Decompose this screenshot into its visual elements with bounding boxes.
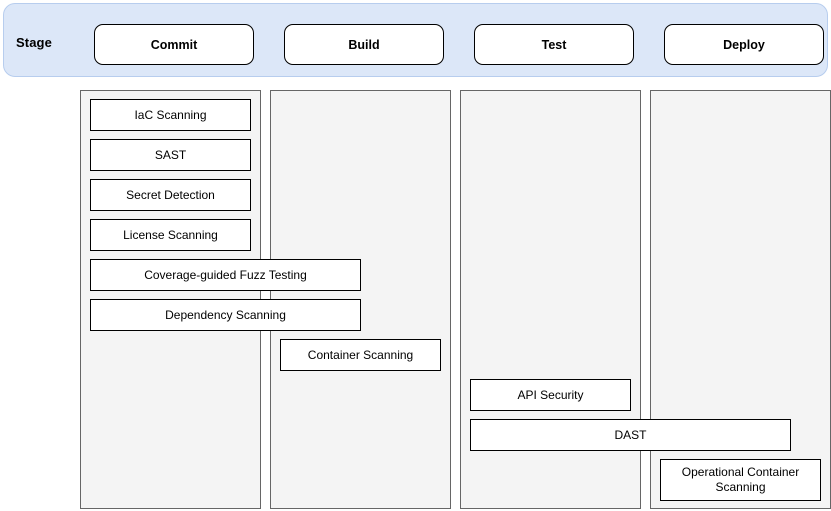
control-box[interactable]: Secret Detection [90, 179, 251, 211]
control-box[interactable]: API Security [470, 379, 631, 411]
stage-button-build[interactable]: Build [284, 24, 444, 65]
control-box[interactable]: Dependency Scanning [90, 299, 361, 331]
control-box[interactable]: Container Scanning [280, 339, 441, 371]
control-box[interactable]: IaC Scanning [90, 99, 251, 131]
control-box[interactable]: License Scanning [90, 219, 251, 251]
stage-row-label: Stage [16, 35, 52, 50]
stage-button-commit[interactable]: Commit [94, 24, 254, 65]
stage-header-band: Stage Commit Build Test Deploy [3, 3, 828, 77]
stage-button-deploy[interactable]: Deploy [664, 24, 824, 65]
stage-button-test[interactable]: Test [474, 24, 634, 65]
control-box[interactable]: SAST [90, 139, 251, 171]
control-box[interactable]: DAST [470, 419, 791, 451]
control-box[interactable]: Operational Container Scanning [660, 459, 821, 501]
control-box[interactable]: Coverage-guided Fuzz Testing [90, 259, 361, 291]
